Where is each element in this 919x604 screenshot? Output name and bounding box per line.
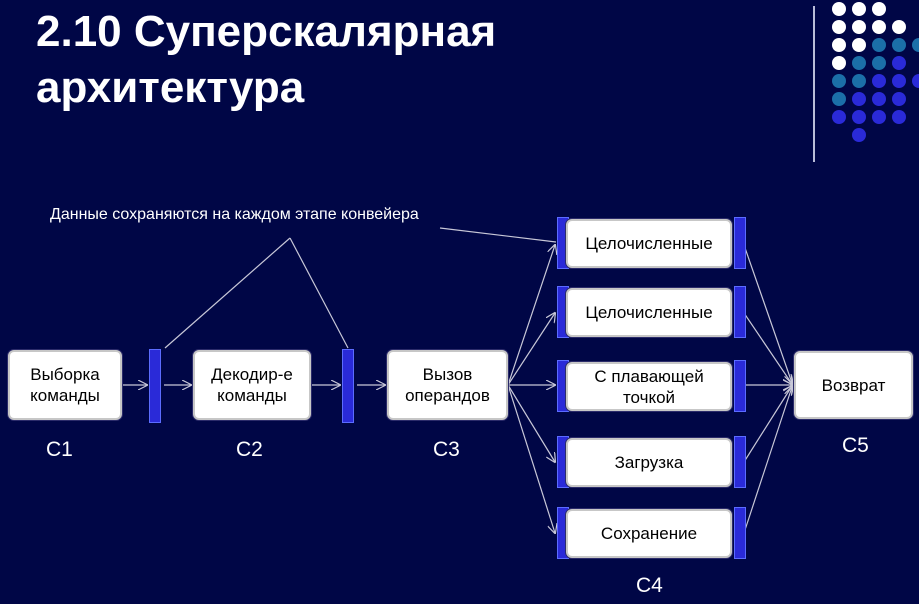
arrow-to-exec-2	[507, 313, 555, 386]
stage-fetch-line2: команды	[30, 386, 100, 405]
exec-unit-load: Загрузка	[566, 438, 732, 487]
stage-operands-box: Вызов операндов	[387, 350, 508, 420]
exec-unit-store: Сохранение	[566, 509, 732, 558]
stage-fetch-box: Выборка команды	[8, 350, 122, 420]
stage-label-c5: C5	[842, 434, 869, 457]
pipeline-note: Данные сохраняются на каждом этапе конве…	[50, 206, 419, 223]
exec-unit-integer-1: Целочисленные	[566, 219, 732, 268]
stage-decode-line1: Декодир-е	[211, 365, 293, 384]
exec-unit-label: С плавающей	[594, 366, 704, 386]
arrow-exec-2-to-writeback	[743, 312, 792, 384]
pipeline-latch	[734, 286, 746, 338]
exec-unit-label: Загрузка	[614, 453, 684, 472]
pipeline-latch	[734, 507, 746, 559]
exec-unit-label: Целочисленные	[585, 303, 713, 322]
stage-writeback-box: Возврат	[794, 351, 913, 419]
exec-unit-label: точкой	[622, 387, 676, 407]
title-line-2: архитектура	[36, 63, 305, 112]
slide-title: 2.10 Суперскалярная архитектура	[36, 4, 496, 116]
stage-operands-line2: операндов	[405, 386, 490, 405]
stage-label-c2: C2	[236, 438, 263, 461]
arrow-exec-5-to-writeback	[743, 387, 792, 534]
stage-label-c4: C4	[636, 574, 663, 597]
title-divider	[813, 6, 815, 162]
title-line-1: 2.10 Суперскалярная	[36, 7, 497, 56]
pipeline-latch	[342, 349, 354, 423]
note-callout-line	[164, 237, 291, 349]
stage-decode-line2: команды	[217, 386, 287, 405]
stage-label-c3: C3	[433, 438, 460, 461]
arrow-exec-4-to-writeback	[743, 386, 792, 463]
pipeline-latch	[149, 349, 161, 423]
exec-unit-integer-2: Целочисленные	[566, 288, 732, 337]
stage-writeback-line1: Возврат	[821, 375, 886, 395]
pipeline-latch	[734, 360, 746, 412]
stage-operands-line1: Вызов	[422, 365, 473, 384]
stage-fetch-line1: Выборка	[30, 365, 100, 384]
arrow-to-exec-5	[507, 384, 555, 533]
pipeline-latch	[734, 436, 746, 488]
exec-unit-label: Сохранение	[600, 524, 698, 543]
arrow-exec-1-to-writeback	[743, 244, 792, 383]
arrow-to-exec-4	[507, 384, 555, 462]
note-callout-line	[439, 227, 557, 243]
stage-decode-box: Декодир-е команды	[193, 350, 311, 420]
note-callout-line	[289, 237, 349, 349]
arrow-to-exec-1	[507, 245, 555, 386]
exec-unit-floating-point: С плавающей точкой	[566, 362, 732, 411]
exec-unit-label: Целочисленные	[585, 234, 713, 253]
pipeline-latch	[734, 217, 746, 269]
stage-label-c1: C1	[46, 438, 73, 461]
